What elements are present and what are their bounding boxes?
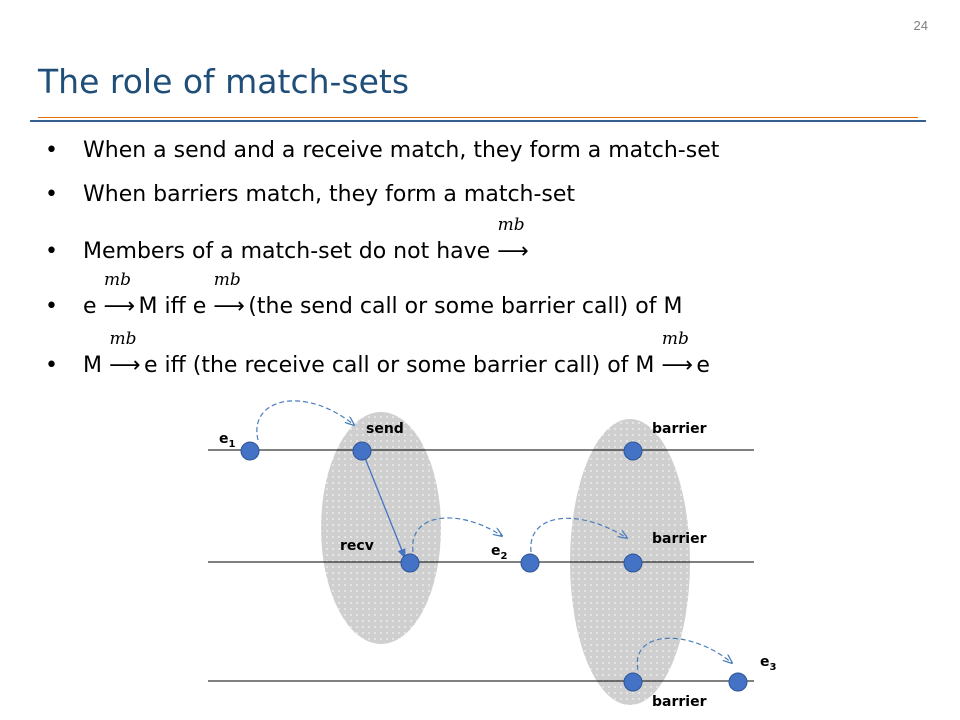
bullet-text: Members of a match-set do not have mb ⟶ bbox=[83, 215, 529, 264]
node-e2 bbox=[520, 553, 540, 573]
bullet-dot: • bbox=[45, 138, 58, 163]
bullet-text-part: M iff e bbox=[131, 294, 214, 319]
bullet-text: When barriers match, they form a match-s… bbox=[83, 182, 576, 207]
mb-arrow: mb ⟶ bbox=[213, 270, 245, 319]
node-e1 bbox=[240, 441, 260, 461]
mb-label: mb bbox=[104, 270, 132, 290]
node-send bbox=[352, 441, 372, 461]
match-set-send-recv bbox=[321, 412, 441, 644]
node-barrier-bot bbox=[623, 672, 643, 692]
bullet-text-part: (the send call or some barrier call) of … bbox=[241, 294, 683, 319]
bullet-text: e mb ⟶ M iff e mb ⟶ (the send call or some… bbox=[83, 270, 683, 319]
label-e1: e1 bbox=[219, 431, 236, 450]
bullet-text-part: e iff (the receive call or some barrier … bbox=[136, 353, 662, 378]
label-e2-base: e bbox=[491, 543, 501, 559]
label-recv: recv bbox=[340, 538, 374, 554]
node-barrier-mid bbox=[623, 553, 643, 573]
slide-title: The role of match-sets bbox=[38, 62, 410, 101]
mb-arrow: mb ⟶ bbox=[104, 270, 136, 319]
dashed-arrow-e1-send bbox=[256, 400, 354, 441]
arrow-glyph: ⟶ bbox=[213, 294, 245, 319]
label-e1-base: e bbox=[219, 431, 229, 447]
label-e2: e2 bbox=[491, 543, 508, 562]
arrow-glyph: ⟶ bbox=[497, 239, 529, 264]
label-e2-sub: 2 bbox=[501, 551, 508, 562]
dashed-arrow-barrier-e3 bbox=[636, 637, 732, 671]
label-barrier-bot: barrier bbox=[652, 694, 707, 710]
mb-arrow: mb ⟶ bbox=[109, 329, 141, 378]
title-underline-blue bbox=[30, 120, 926, 122]
title-underline-orange bbox=[38, 117, 918, 118]
label-e3: e3 bbox=[760, 654, 777, 673]
arrow-glyph: ⟶ bbox=[103, 294, 136, 319]
dashed-arrow-e2-barrier bbox=[530, 517, 627, 553]
label-barrier-top: barrier bbox=[652, 421, 707, 437]
bullet-dot: • bbox=[45, 182, 58, 207]
bullet-text-part: e bbox=[689, 353, 710, 378]
node-recv bbox=[400, 553, 420, 573]
mb-label: mb bbox=[661, 329, 689, 349]
label-e3-base: e bbox=[760, 654, 770, 670]
label-send: send bbox=[366, 421, 404, 437]
bullet-dot: • bbox=[45, 239, 58, 264]
mb-label: mb bbox=[497, 215, 525, 235]
node-barrier-top bbox=[623, 441, 643, 461]
bullet-text-part: Members of a match-set do not have bbox=[83, 239, 498, 264]
bullet-dot: • bbox=[45, 353, 58, 378]
mb-arrow: mb ⟶ bbox=[661, 329, 693, 378]
node-e3 bbox=[728, 672, 748, 692]
arrow-glyph: ⟶ bbox=[108, 353, 141, 378]
send-recv-arrow bbox=[362, 452, 406, 559]
label-e1-sub: 1 bbox=[229, 439, 236, 450]
bullet-text-part: M bbox=[83, 353, 109, 378]
arrow-glyph: ⟶ bbox=[661, 353, 693, 378]
label-e3-sub: 3 bbox=[770, 662, 777, 673]
bullet-text-part: e bbox=[83, 294, 104, 319]
bullet-text: M mb ⟶ e iff (the receive call or some ba… bbox=[83, 329, 710, 378]
bullet-dot: • bbox=[45, 294, 58, 319]
mb-label: mb bbox=[213, 270, 241, 290]
label-barrier-mid: barrier bbox=[652, 531, 707, 547]
mb-arrow: mb ⟶ bbox=[497, 215, 529, 264]
slide-number: 24 bbox=[913, 18, 928, 33]
dashed-arrow-recv-e2 bbox=[412, 517, 502, 553]
bullet-text: When a send and a receive match, they fo… bbox=[83, 138, 720, 163]
mb-label: mb bbox=[109, 329, 137, 349]
